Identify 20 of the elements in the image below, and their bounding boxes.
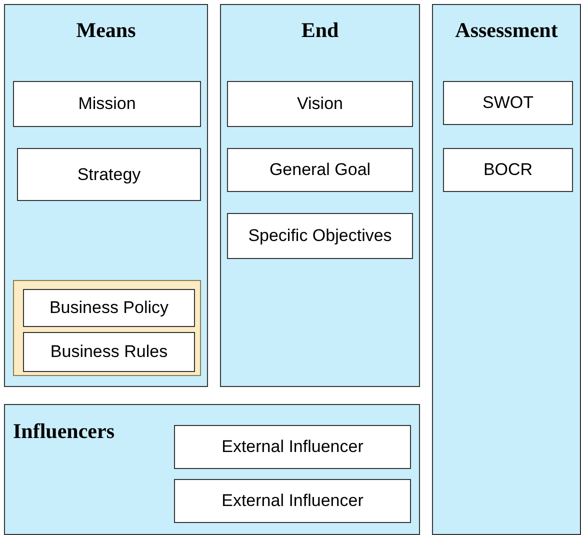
panel [432, 4, 581, 535]
panel-title: End [300, 18, 340, 43]
panel [4, 4, 208, 387]
panel [4, 404, 420, 535]
panel-title: Means [75, 18, 137, 43]
label-box: External Influencer [174, 479, 411, 523]
label-box: SWOT [443, 81, 573, 125]
panel-title: Influencers [13, 419, 114, 444]
panel-title: Assessment [454, 18, 559, 43]
label-box: General Goal [227, 148, 413, 192]
panel [220, 4, 420, 387]
group-box [13, 280, 201, 376]
label-box: External Influencer [174, 425, 411, 469]
label-box: Business Rules [23, 332, 195, 372]
label-box: Vision [227, 81, 413, 127]
label-box: Business Policy [23, 289, 195, 327]
label-box: Mission [13, 81, 201, 127]
label-box: Specific Objectives [227, 213, 413, 259]
label-box: Strategy [17, 148, 201, 201]
label-box: BOCR [443, 148, 573, 192]
